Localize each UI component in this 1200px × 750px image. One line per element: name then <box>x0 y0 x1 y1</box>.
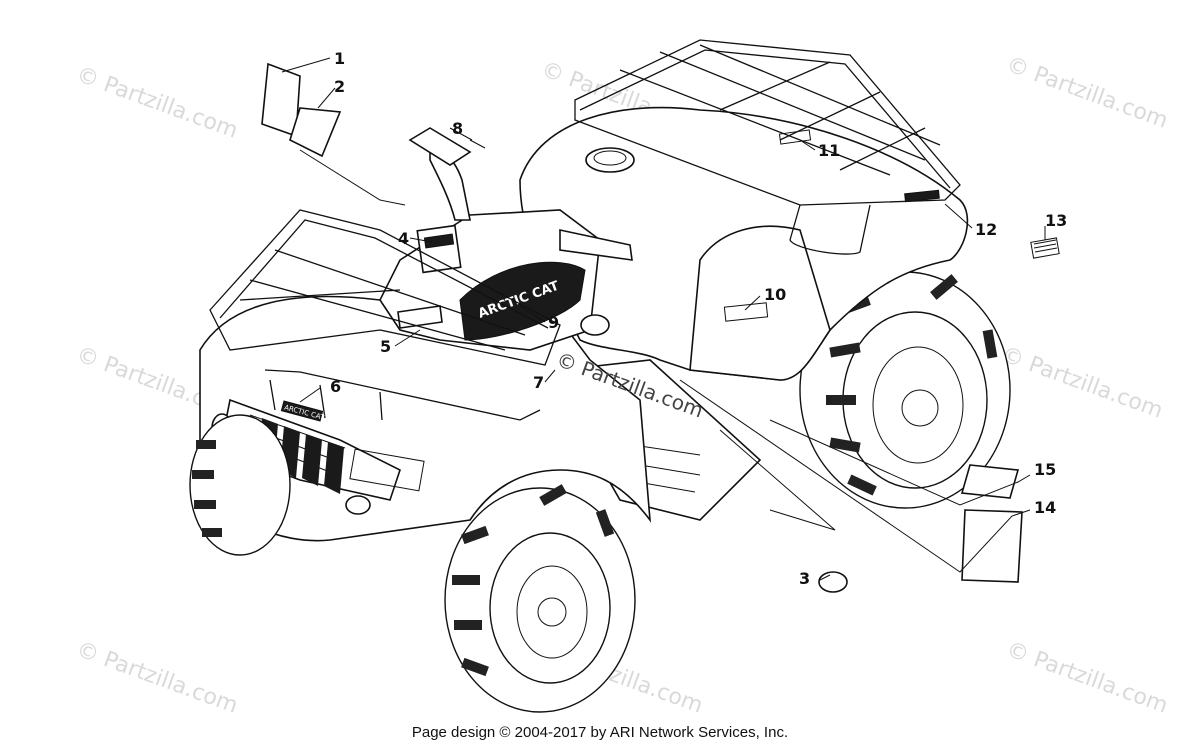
watermark-text: © Partzilla.com <box>73 637 241 719</box>
callout-12: 12 <box>975 220 997 239</box>
callout-6: 6 <box>330 377 341 396</box>
callout-5: 5 <box>380 337 391 356</box>
callout-1: 1 <box>334 49 345 68</box>
callout-10: 10 <box>764 285 786 304</box>
leader-lines <box>281 57 1046 581</box>
callout-3: 3 <box>799 569 810 588</box>
callout-2: 2 <box>334 77 345 96</box>
callout-labels: 1 2 3 4 5 6 7 8 9 10 11 12 13 14 15 <box>330 49 1067 588</box>
watermark-text: © Partzilla.com <box>73 62 241 144</box>
watermark-text: © Partzilla.com <box>1003 637 1171 719</box>
callout-14: 14 <box>1034 498 1056 517</box>
callout-13: 13 <box>1045 211 1067 230</box>
atv-body: ARCTIC CAT <box>199 106 969 542</box>
callout-7: 7 <box>533 373 544 392</box>
loose-decals <box>261 62 1060 593</box>
footer-copyright: Page design © 2004-2017 by ARI Network S… <box>411 724 789 741</box>
front-left-tire <box>189 414 291 556</box>
callout-15: 15 <box>1034 460 1056 479</box>
watermark-text: © Partzilla.com <box>998 342 1166 424</box>
atv-decals-diagram: © Partzilla.com © Partzilla.com © Partzi… <box>73 39 1171 719</box>
callout-4: 4 <box>398 229 409 248</box>
callout-11: 11 <box>818 141 840 160</box>
front-right-tire <box>444 484 636 713</box>
rear-rack <box>574 39 961 255</box>
callout-8: 8 <box>452 119 463 138</box>
watermark-text: © Partzilla.com <box>1003 52 1171 134</box>
callout-9: 9 <box>548 313 559 332</box>
rear-right-tire <box>799 271 1011 509</box>
